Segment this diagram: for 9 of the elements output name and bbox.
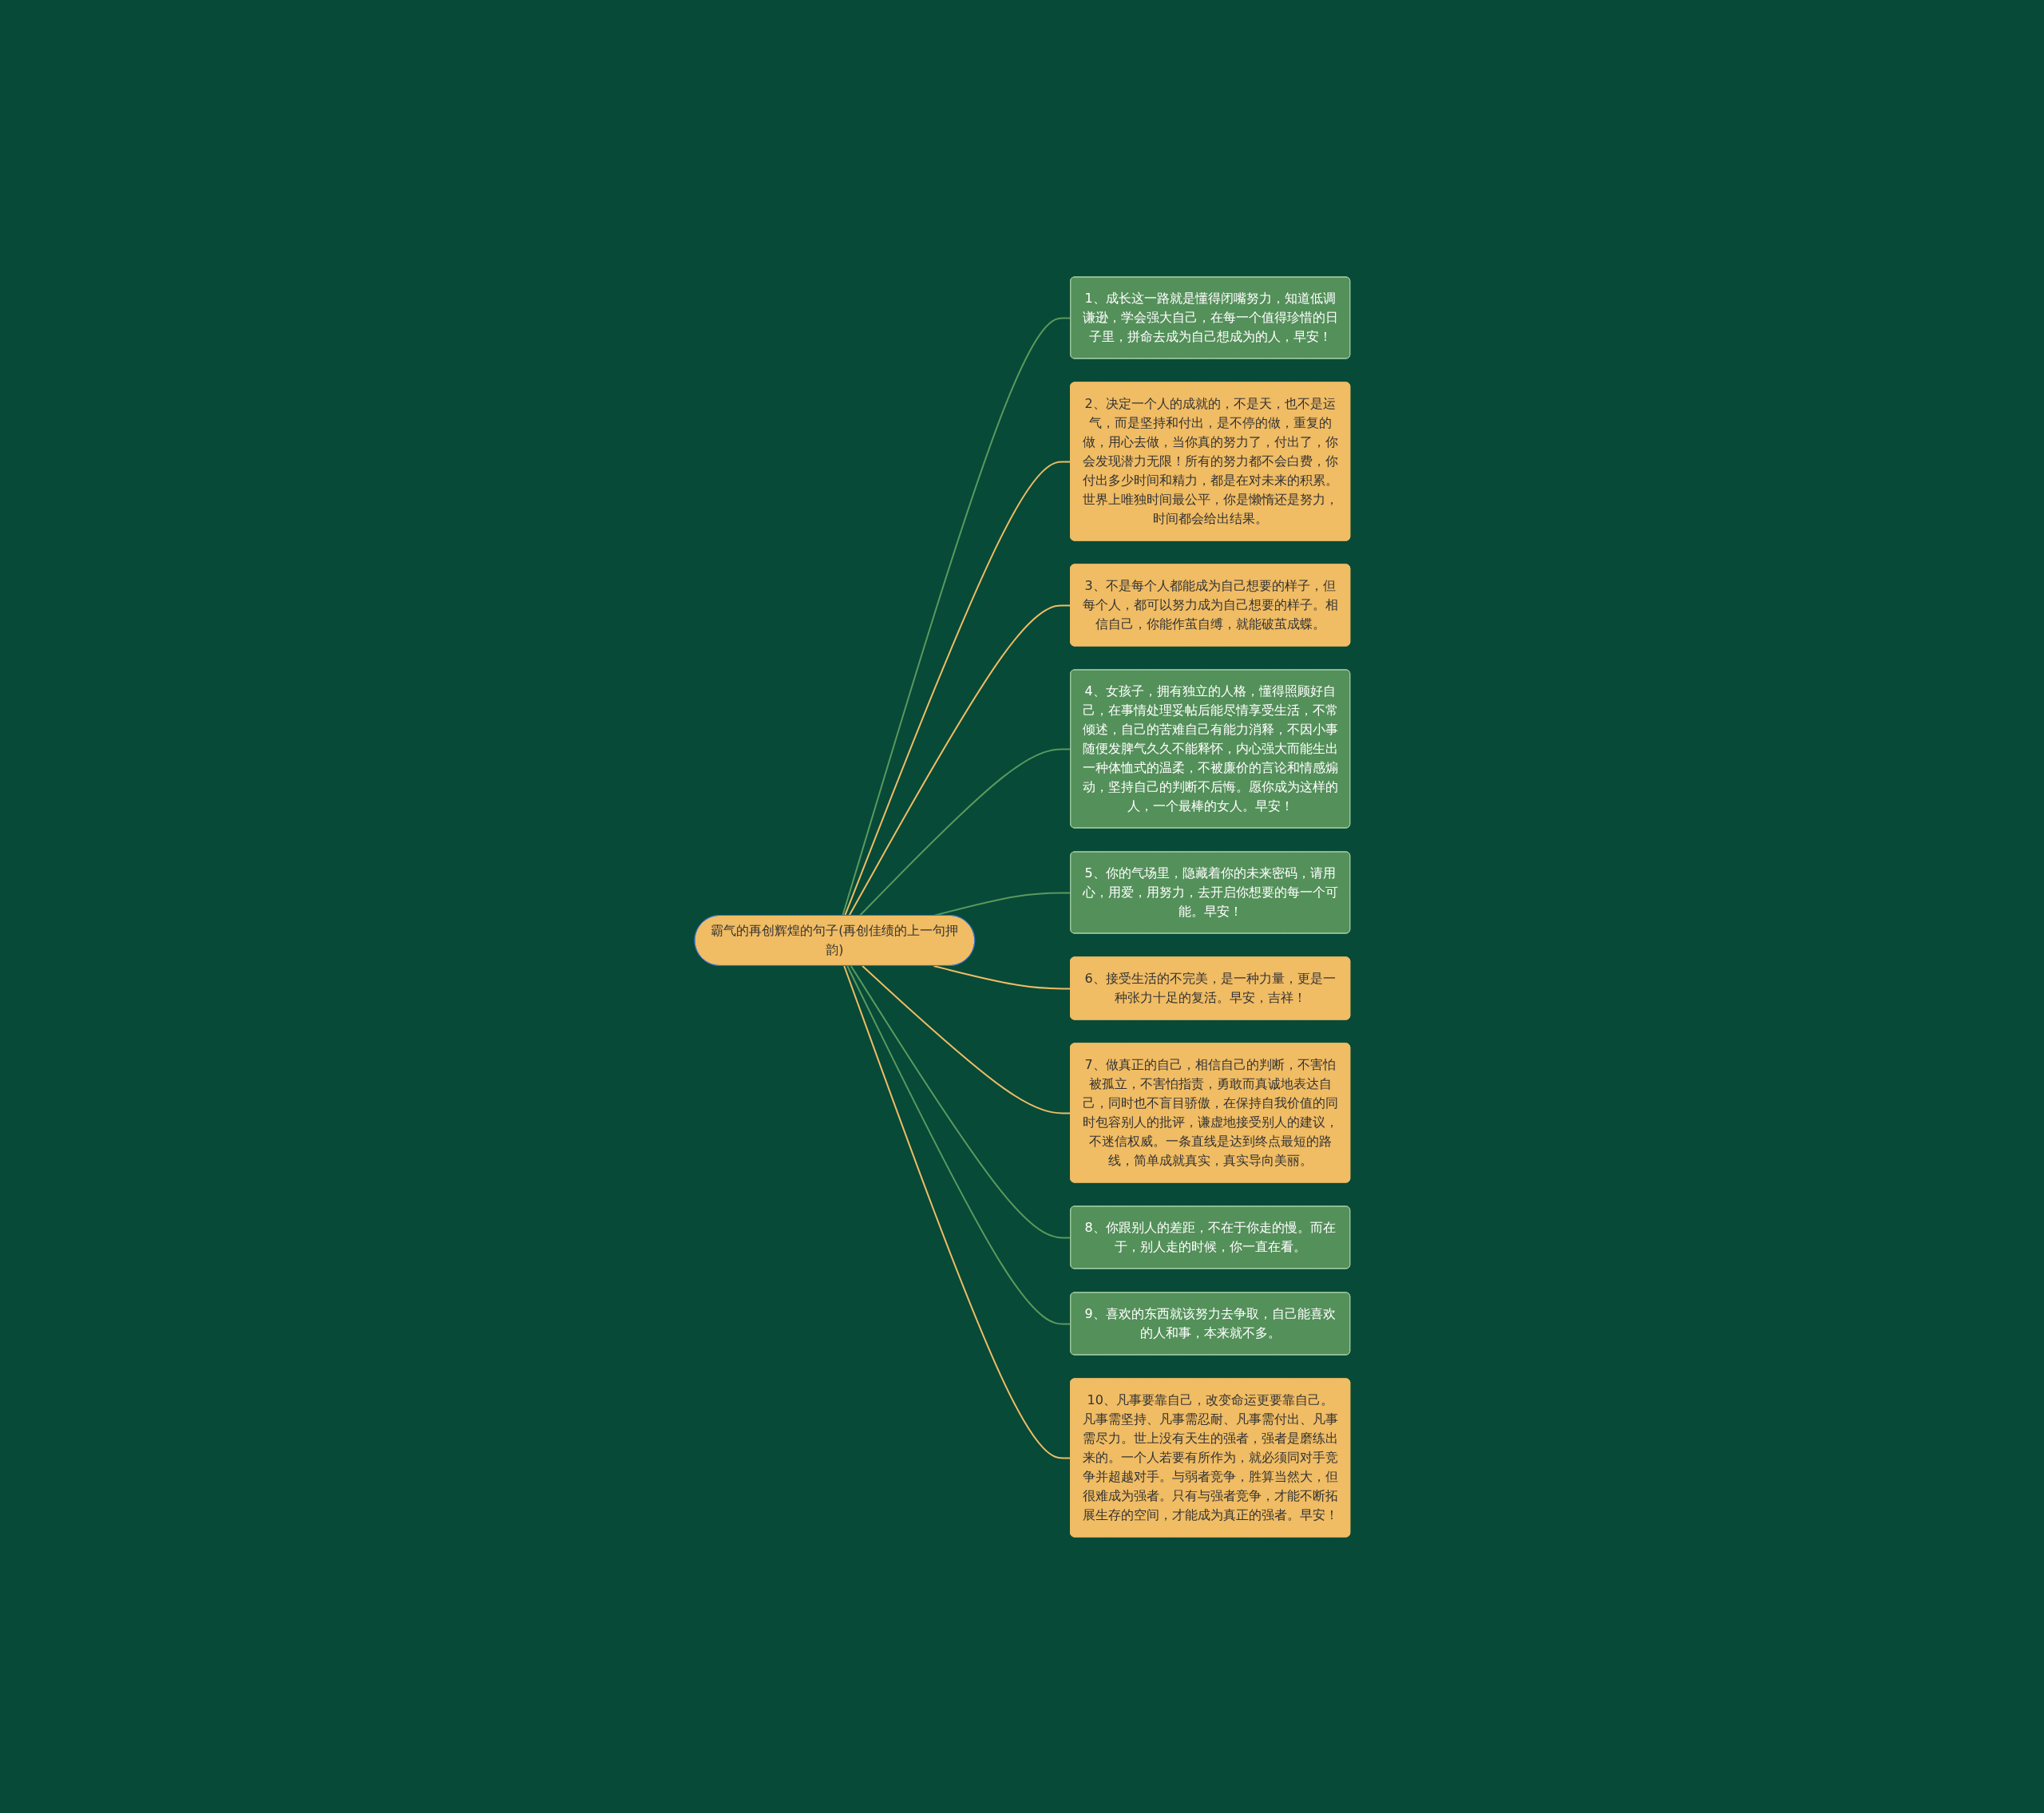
connector: [842, 964, 1072, 1459]
connector: [843, 460, 1072, 916]
connector: [858, 747, 1072, 916]
connector: [861, 964, 1072, 1114]
connector: [842, 316, 1072, 916]
connector: [846, 964, 1072, 1324]
connector: [848, 604, 1072, 916]
connector: [933, 964, 1072, 989]
connector: [850, 964, 1072, 1238]
